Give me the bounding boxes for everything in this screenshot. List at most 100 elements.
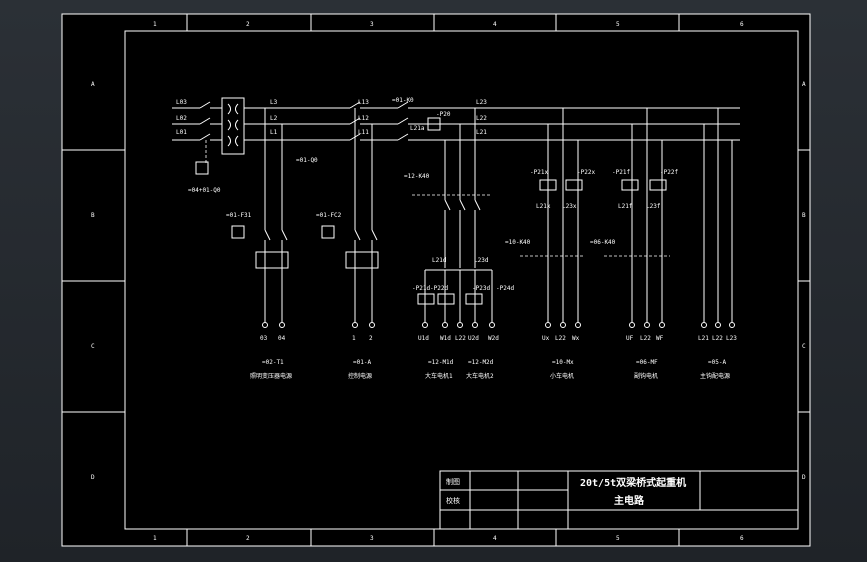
terminal-label: 2 xyxy=(369,335,373,342)
row-label: B xyxy=(802,212,806,219)
device-label: -P20 xyxy=(436,111,451,118)
row-label: C xyxy=(91,343,95,350)
column-labels-top: 1 2 3 4 5 6 xyxy=(153,21,744,28)
sub-label: L21d xyxy=(432,257,447,264)
terminal-label: W2d xyxy=(488,335,499,342)
col-label: 4 xyxy=(493,21,497,28)
relay-label: -P22f xyxy=(660,169,678,176)
col-label: 3 xyxy=(370,21,374,28)
group-id: =10-Mx xyxy=(552,359,574,366)
coil-box xyxy=(195,161,209,175)
terminal-label: WF xyxy=(656,335,664,342)
drawn-label: 制图 xyxy=(446,477,460,486)
column-labels-bottom: 1 2 3 4 5 6 xyxy=(153,535,744,542)
group-caption: 大车电机2 xyxy=(466,372,494,380)
terminal-label: L22 xyxy=(640,335,651,342)
relay-label: -P23d xyxy=(472,285,490,292)
bus-label: L12 xyxy=(358,115,369,122)
sub-label: L23x xyxy=(562,203,577,210)
terminal-label: L23 xyxy=(726,335,737,342)
supply-device-label: =04+01-Q0 xyxy=(188,187,221,194)
circuit-group-2: =01-FC2 1 2 =01-A 控制电源 xyxy=(316,108,379,380)
device-label: =10-K40 xyxy=(505,239,531,246)
terminal-label: Wx xyxy=(572,335,580,342)
bus-label: L2 xyxy=(270,115,278,122)
sub-label: L23f xyxy=(646,203,661,210)
terminal-label: 1 xyxy=(352,335,356,342)
group-id: =02-T1 xyxy=(262,359,284,366)
relay-label: -P21d xyxy=(412,285,430,292)
row-labels-right: A B C D xyxy=(802,81,806,481)
sheet-background xyxy=(62,14,810,546)
group-id: =01-A xyxy=(353,359,371,366)
phase-label: L01 xyxy=(176,129,187,136)
terminal-label: W1d xyxy=(440,335,451,342)
relay-label: -P21x xyxy=(530,169,548,176)
bus-label: L3 xyxy=(270,99,278,106)
circuit-group-5: -P21x -P22x L21x L23x =10-K40 Ux L22 Wx … xyxy=(505,108,595,380)
bus-label: L13 xyxy=(358,99,369,106)
phase-label: L02 xyxy=(176,115,187,122)
device-label: =01-FC2 xyxy=(316,212,342,219)
col-label: 4 xyxy=(493,535,497,542)
terminal-label: L22 xyxy=(555,335,566,342)
circuit-group-1: =01-F31 03 04 =02-T1 照明变压器电源 xyxy=(226,108,292,380)
col-label: 6 xyxy=(740,21,744,28)
phase-label: L03 xyxy=(176,99,187,106)
middle-bus: L13 L12 L11 =01-Q0 =01-K0 -P20 L21a L23 … xyxy=(296,97,740,164)
sub-label: L23d xyxy=(474,257,489,264)
device-label: =01-Q0 xyxy=(296,157,318,164)
col-label: 2 xyxy=(246,21,250,28)
checked-label: 校核 xyxy=(446,496,460,505)
col-label: 1 xyxy=(153,535,157,542)
bus-label: L11 xyxy=(358,129,369,136)
group-id: =12-M1d xyxy=(428,359,454,366)
relay-label: -P21f xyxy=(612,169,630,176)
terminal-label: 03 xyxy=(260,335,268,342)
terminal-label: UF xyxy=(626,335,634,342)
col-label: 2 xyxy=(246,535,250,542)
terminal-label: U2d xyxy=(468,335,479,342)
relay-label: -P22d xyxy=(430,285,448,292)
group-caption: 照明变压器电源 xyxy=(250,372,292,380)
main-breaker-box xyxy=(221,97,245,155)
col-label: 5 xyxy=(616,21,620,28)
group-caption: 副钩电机 xyxy=(634,372,658,380)
device-label: =06-K40 xyxy=(590,239,616,246)
device-label: =01-K0 xyxy=(392,97,414,104)
col-label: 5 xyxy=(616,535,620,542)
col-label: 1 xyxy=(153,21,157,28)
group-caption: 控制电源 xyxy=(348,372,372,380)
relay-label: -P22x xyxy=(577,169,595,176)
col-label: 3 xyxy=(370,535,374,542)
group-caption: 小车电机 xyxy=(550,372,574,380)
device-label: =01-F31 xyxy=(226,212,252,219)
sub-label: L21x xyxy=(536,203,551,210)
row-label: A xyxy=(802,81,806,88)
circuit-group-6: -P21f -P22f L21f L23f =06-K40 UF L22 WF … xyxy=(590,108,678,380)
row-labels-left: A B C D xyxy=(91,81,95,481)
group-id: =12-M2d xyxy=(468,359,494,366)
row-label: A xyxy=(91,81,95,88)
bus-label: L23 xyxy=(476,99,487,106)
row-label: D xyxy=(91,474,95,481)
group-caption: 大车电机1 xyxy=(425,372,453,380)
supply-section: L03 L02 L01 L3 L2 L1 =04+01-Q0 xyxy=(172,97,350,194)
bus-label: L21 xyxy=(476,129,487,136)
sub-label: L21f xyxy=(618,203,633,210)
bus-label: L22 xyxy=(476,115,487,122)
terminal-label: L22 xyxy=(712,335,723,342)
bus-label: L1 xyxy=(270,129,278,136)
row-label: B xyxy=(91,212,95,219)
row-label: D xyxy=(802,474,806,481)
device-label: L21a xyxy=(410,125,425,132)
outer-frame xyxy=(61,13,811,547)
zone-ticks xyxy=(62,14,810,546)
drawing-subtitle: 主电路 xyxy=(614,494,645,507)
title-block: 制图 校核 20t/5t双梁桥式起重机 主电路 xyxy=(439,470,799,530)
col-label: 6 xyxy=(740,535,744,542)
circuit-group-3-4: =12-K40 L21d L23d -P21d -P22d -P23d -P24… xyxy=(404,108,514,380)
device-label: =12-K40 xyxy=(404,173,430,180)
